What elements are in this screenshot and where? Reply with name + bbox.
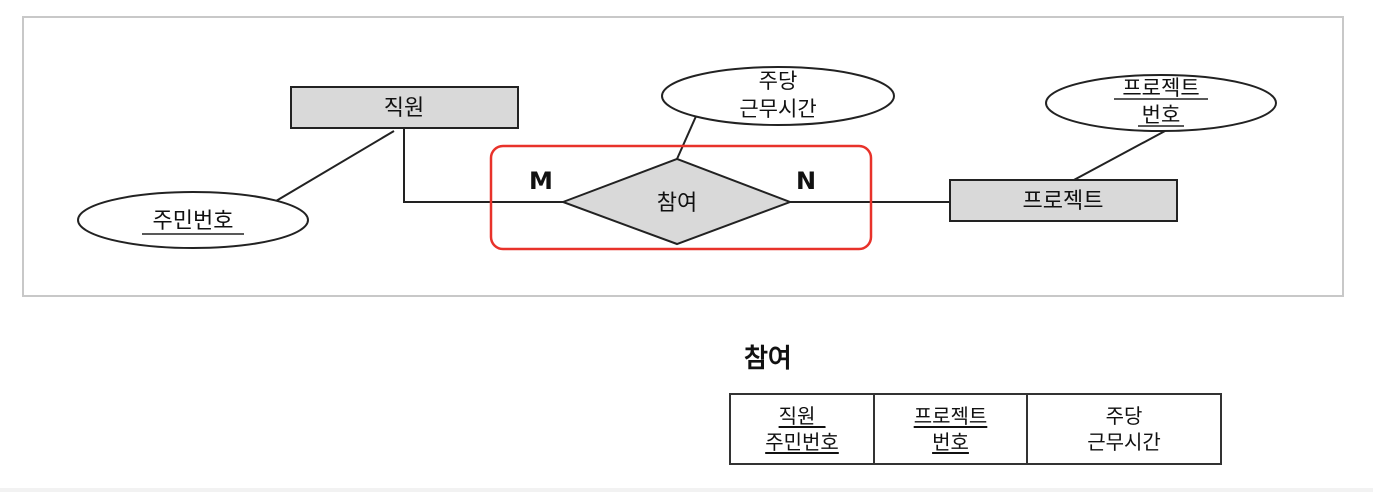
diagram-frame [22,16,1344,297]
connector-lines [275,113,1166,203]
project-number-label-line2: 번호 [1142,103,1181,127]
column-project-number: 프로젝트 번호 [873,393,1028,465]
project-number-attribute [1045,74,1277,132]
column-3-line2: 근무시간 [1087,430,1161,454]
weekly-hours-label-line2: 근무시간 [739,97,816,121]
bottom-edge-strip [0,488,1373,492]
weekly-hours-label-line1: 주당 [759,69,798,93]
resident-number-label: 주민번호 [153,209,234,234]
project-entity-label: 프로젝트 [1023,189,1104,214]
relationship-weekly-hours-line [676,113,698,160]
relation-table-row: 직원_ 주민번호 프로젝트 번호 주당 근무시간 [729,393,1222,465]
column-employee-resident-number: 직원_ 주민번호 [729,393,875,465]
column-weekly-hours: 주당 근무시간 [1026,393,1222,465]
column-1-line2: 주민번호 [765,430,839,454]
weekly-hours-attribute [661,66,895,126]
column-2-line2: 번호 [932,430,969,454]
resident-number-attribute [77,191,309,249]
column-1-line1: 직원_ [778,404,826,428]
relationship-highlight-box [489,144,873,251]
relation-table-title: 참여 [744,344,792,374]
project-number-line [1071,130,1166,182]
project-entity [949,179,1178,222]
cardinality-m: M [529,167,553,195]
cardinality-n: N [796,167,816,195]
relationship-label: 참여 [657,191,697,216]
employee-relationship-line [403,128,563,203]
project-number-label-line1: 프로젝트 [1122,76,1199,100]
relationship-diamond [560,157,793,246]
relation-table: 직원_ 주민번호 프로젝트 번호 주당 근무시간 [729,393,1222,465]
employee-entity-label: 직원 [384,96,424,121]
column-3-line1: 주당 [1105,404,1143,428]
employee-entity [290,86,519,129]
column-2-line1: 프로젝트 [913,404,988,428]
employee-resident-number-line [275,130,395,202]
